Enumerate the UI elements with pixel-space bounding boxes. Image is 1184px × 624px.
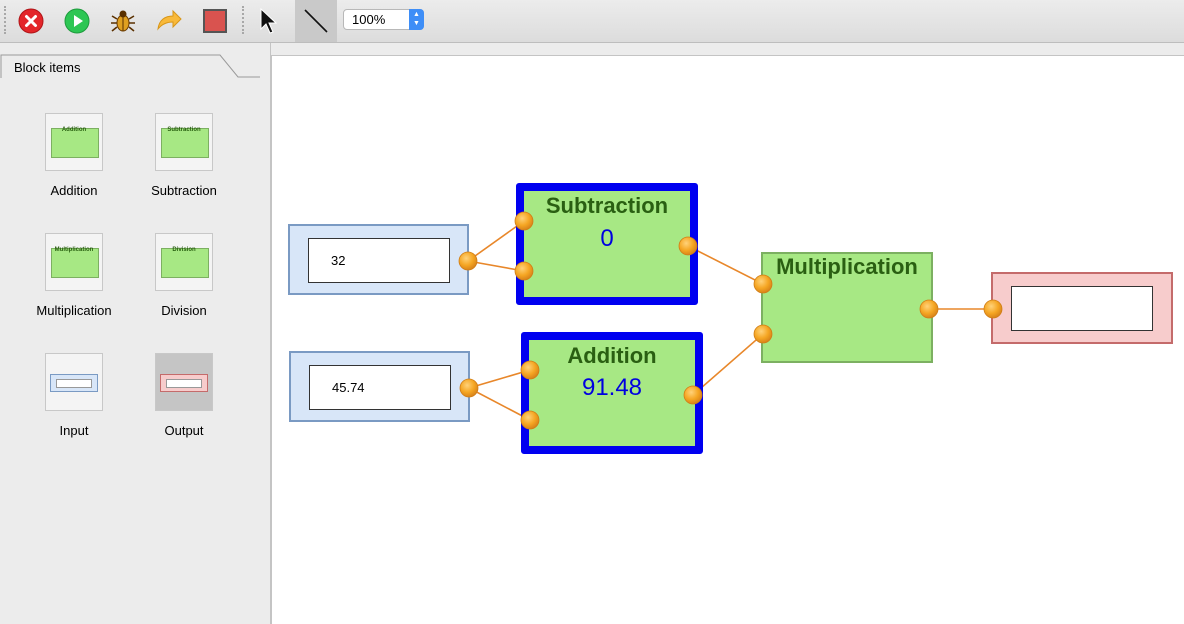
pointer-icon — [260, 8, 278, 34]
division-thumbnail: Division — [155, 233, 213, 291]
input-thumbnail — [45, 353, 103, 411]
tab-shape — [0, 54, 260, 78]
stop-square-button[interactable] — [198, 4, 232, 38]
block-item-multiplication[interactable]: Multiplication Multiplication — [19, 233, 129, 318]
block-item-addition[interactable]: Addition Addition — [19, 113, 129, 198]
subtraction-thumbnail: Subtraction — [155, 113, 213, 171]
block-value: 91.48 — [581, 374, 643, 401]
input-port — [514, 211, 534, 231]
output-field — [1011, 286, 1153, 331]
block-items-panel: Block items Addition Addition Subtractio… — [0, 43, 271, 624]
block-item-label: Output — [164, 423, 204, 438]
input-port — [520, 410, 540, 430]
output-port — [459, 378, 479, 398]
redo-button[interactable] — [152, 4, 186, 38]
run-button[interactable] — [60, 4, 94, 38]
output-port — [678, 236, 698, 256]
input-port — [514, 261, 534, 281]
line-tool-button[interactable] — [295, 0, 337, 42]
output-port — [919, 299, 939, 319]
block-item-label: Division — [161, 303, 207, 318]
debug-button[interactable] — [106, 4, 140, 38]
wire — [468, 387, 531, 421]
diagram-canvas[interactable]: 32 45.74 Subtraction 0 Addition 91.48 Mu… — [271, 55, 1184, 624]
connection-wires — [467, 220, 993, 421]
multiplication-thumbnail: Multiplication — [45, 233, 103, 291]
wire — [468, 369, 531, 389]
block-value: 0 — [600, 225, 614, 252]
block-title: Subtraction — [545, 193, 669, 218]
thumb-label: Addition — [61, 127, 87, 133]
debug-icon — [111, 10, 135, 32]
stop-square-icon — [203, 9, 227, 33]
block-item-label: Multiplication — [36, 303, 112, 318]
toolbar: 100% ▲▼ — [0, 0, 1184, 43]
block-title: Addition — [567, 343, 657, 368]
pointer-tool-button[interactable] — [252, 4, 286, 38]
stop-icon — [18, 8, 44, 34]
output-thumbnail — [155, 353, 213, 411]
thumb-label: Subtraction — [167, 127, 201, 133]
block-item-label: Input — [59, 423, 89, 438]
thumb-label: Division — [172, 247, 196, 253]
zoom-select[interactable]: 100% ▲▼ — [343, 9, 424, 30]
line-tool-icon — [304, 9, 328, 33]
input-port — [520, 360, 540, 380]
block-item-output[interactable]: Output — [129, 353, 239, 438]
input-block-2[interactable]: 45.74 — [289, 351, 470, 422]
block-item-division[interactable]: Division Division — [129, 233, 239, 318]
block-item-label: Addition — [50, 183, 98, 198]
wire — [687, 245, 764, 285]
subtraction-block[interactable]: Subtraction 0 — [516, 183, 698, 305]
ports-layer — [458, 211, 1003, 430]
block-item-label: Subtraction — [151, 183, 217, 198]
run-icon — [64, 8, 90, 34]
output-port — [458, 251, 478, 271]
input-port — [753, 274, 773, 294]
addition-thumbnail: Addition — [45, 113, 103, 171]
toolbar-separator — [242, 6, 246, 34]
block-item-subtraction[interactable]: Subtraction Subtraction — [129, 113, 239, 198]
block-item-input[interactable]: Input — [19, 353, 129, 438]
output-port — [683, 385, 703, 405]
toolbar-grip — [4, 6, 8, 34]
input-field-1[interactable]: 32 — [308, 238, 450, 283]
block-title: Multiplication — [776, 254, 918, 279]
tab-block-items[interactable]: Block items — [14, 60, 81, 75]
thumb-label: Multiplication — [54, 247, 94, 253]
zoom-value: 100% — [352, 12, 386, 27]
addition-block[interactable]: Addition 91.48 — [521, 332, 703, 454]
input-port — [753, 324, 773, 344]
input-field-2[interactable]: 45.74 — [309, 365, 451, 410]
multiplication-block[interactable]: Multiplication — [761, 252, 933, 363]
stop-button[interactable] — [14, 4, 48, 38]
input-port — [983, 299, 1003, 319]
zoom-stepper-icon[interactable]: ▲▼ — [409, 9, 424, 30]
input-block-1[interactable]: 32 — [288, 224, 469, 295]
wire — [467, 220, 525, 262]
redo-icon — [157, 9, 182, 31]
wire — [467, 260, 525, 272]
wire — [692, 333, 764, 396]
